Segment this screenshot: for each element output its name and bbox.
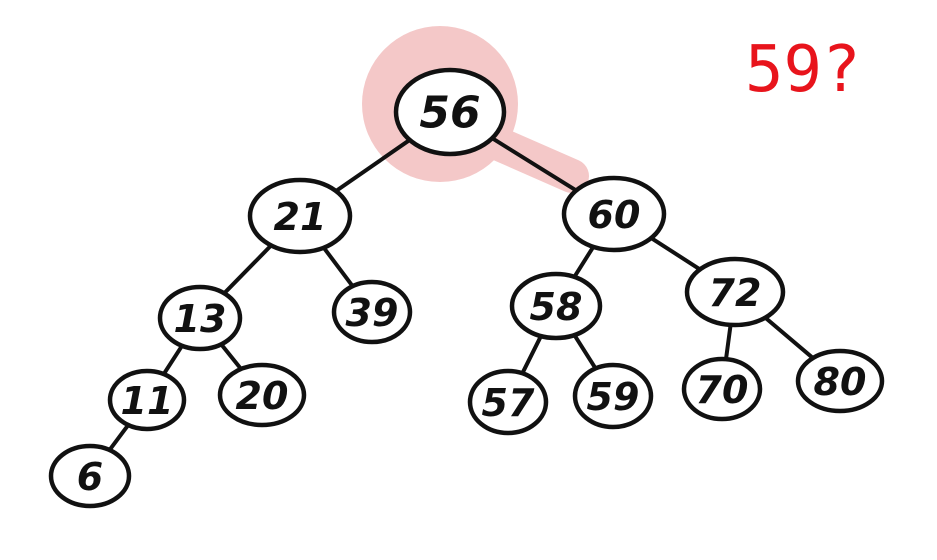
node-circle xyxy=(107,368,187,432)
node-circle xyxy=(684,256,786,328)
node-label: 57 xyxy=(482,381,535,425)
node-circle xyxy=(681,356,763,422)
tree-node-70: 70 xyxy=(681,356,763,422)
edge-56-21 xyxy=(334,137,412,194)
tree-node-39: 39 xyxy=(331,279,413,345)
node-circle xyxy=(331,279,413,345)
tree-node-59: 59 xyxy=(572,362,654,430)
node-circle xyxy=(157,284,243,352)
node-layer: 56 21 60 13 39 11 20 6 58 72 57 59 70 80 xyxy=(48,67,885,509)
tree-node-60: 60 xyxy=(561,175,667,253)
node-label: 58 xyxy=(530,285,583,329)
tree-node-20: 20 xyxy=(217,362,307,428)
node-circle xyxy=(48,443,132,509)
node-label: 21 xyxy=(274,195,327,239)
tree-node-56: 56 xyxy=(393,67,507,157)
edge-72-70 xyxy=(723,322,733,362)
edge-56-60 xyxy=(490,136,579,193)
tree-node-6: 6 xyxy=(48,443,132,509)
node-label: 80 xyxy=(814,360,867,404)
edge-layer xyxy=(107,136,815,453)
edge-60-72 xyxy=(649,236,702,272)
node-circle xyxy=(795,348,885,414)
node-label: 20 xyxy=(236,374,289,418)
node-circle xyxy=(393,67,507,157)
node-label: 39 xyxy=(346,291,399,335)
edge-72-80 xyxy=(763,315,815,361)
tree-node-21: 21 xyxy=(247,177,353,255)
tree-node-72: 72 xyxy=(684,256,786,328)
node-circle xyxy=(561,175,667,253)
node-circle xyxy=(247,177,353,255)
node-label: 11 xyxy=(121,379,174,423)
edge-13-11 xyxy=(161,343,185,377)
node-circle xyxy=(467,368,549,436)
node-circle xyxy=(217,362,307,428)
edge-11-6 xyxy=(107,423,131,453)
node-label: 72 xyxy=(709,271,762,315)
edge-60-58 xyxy=(572,244,596,279)
node-circle xyxy=(572,362,654,430)
edge-21-39 xyxy=(321,245,355,289)
edge-58-57 xyxy=(520,334,543,376)
node-label: 56 xyxy=(419,88,480,139)
tree-node-57: 57 xyxy=(467,368,549,436)
node-circle xyxy=(509,271,603,341)
edge-13-20 xyxy=(219,342,244,371)
tree-node-11: 11 xyxy=(107,368,187,432)
node-label: 59 xyxy=(587,375,640,419)
tree-node-80: 80 xyxy=(795,348,885,414)
edge-21-13 xyxy=(222,243,274,296)
search-query-label: 59? xyxy=(745,33,861,107)
node-label: 60 xyxy=(588,193,641,237)
node-label: 70 xyxy=(696,368,749,412)
tree-node-58: 58 xyxy=(509,271,603,341)
node-label: 6 xyxy=(77,455,103,499)
edge-58-59 xyxy=(572,333,598,371)
tree-node-13: 13 xyxy=(157,284,243,352)
node-label: 13 xyxy=(174,297,227,341)
